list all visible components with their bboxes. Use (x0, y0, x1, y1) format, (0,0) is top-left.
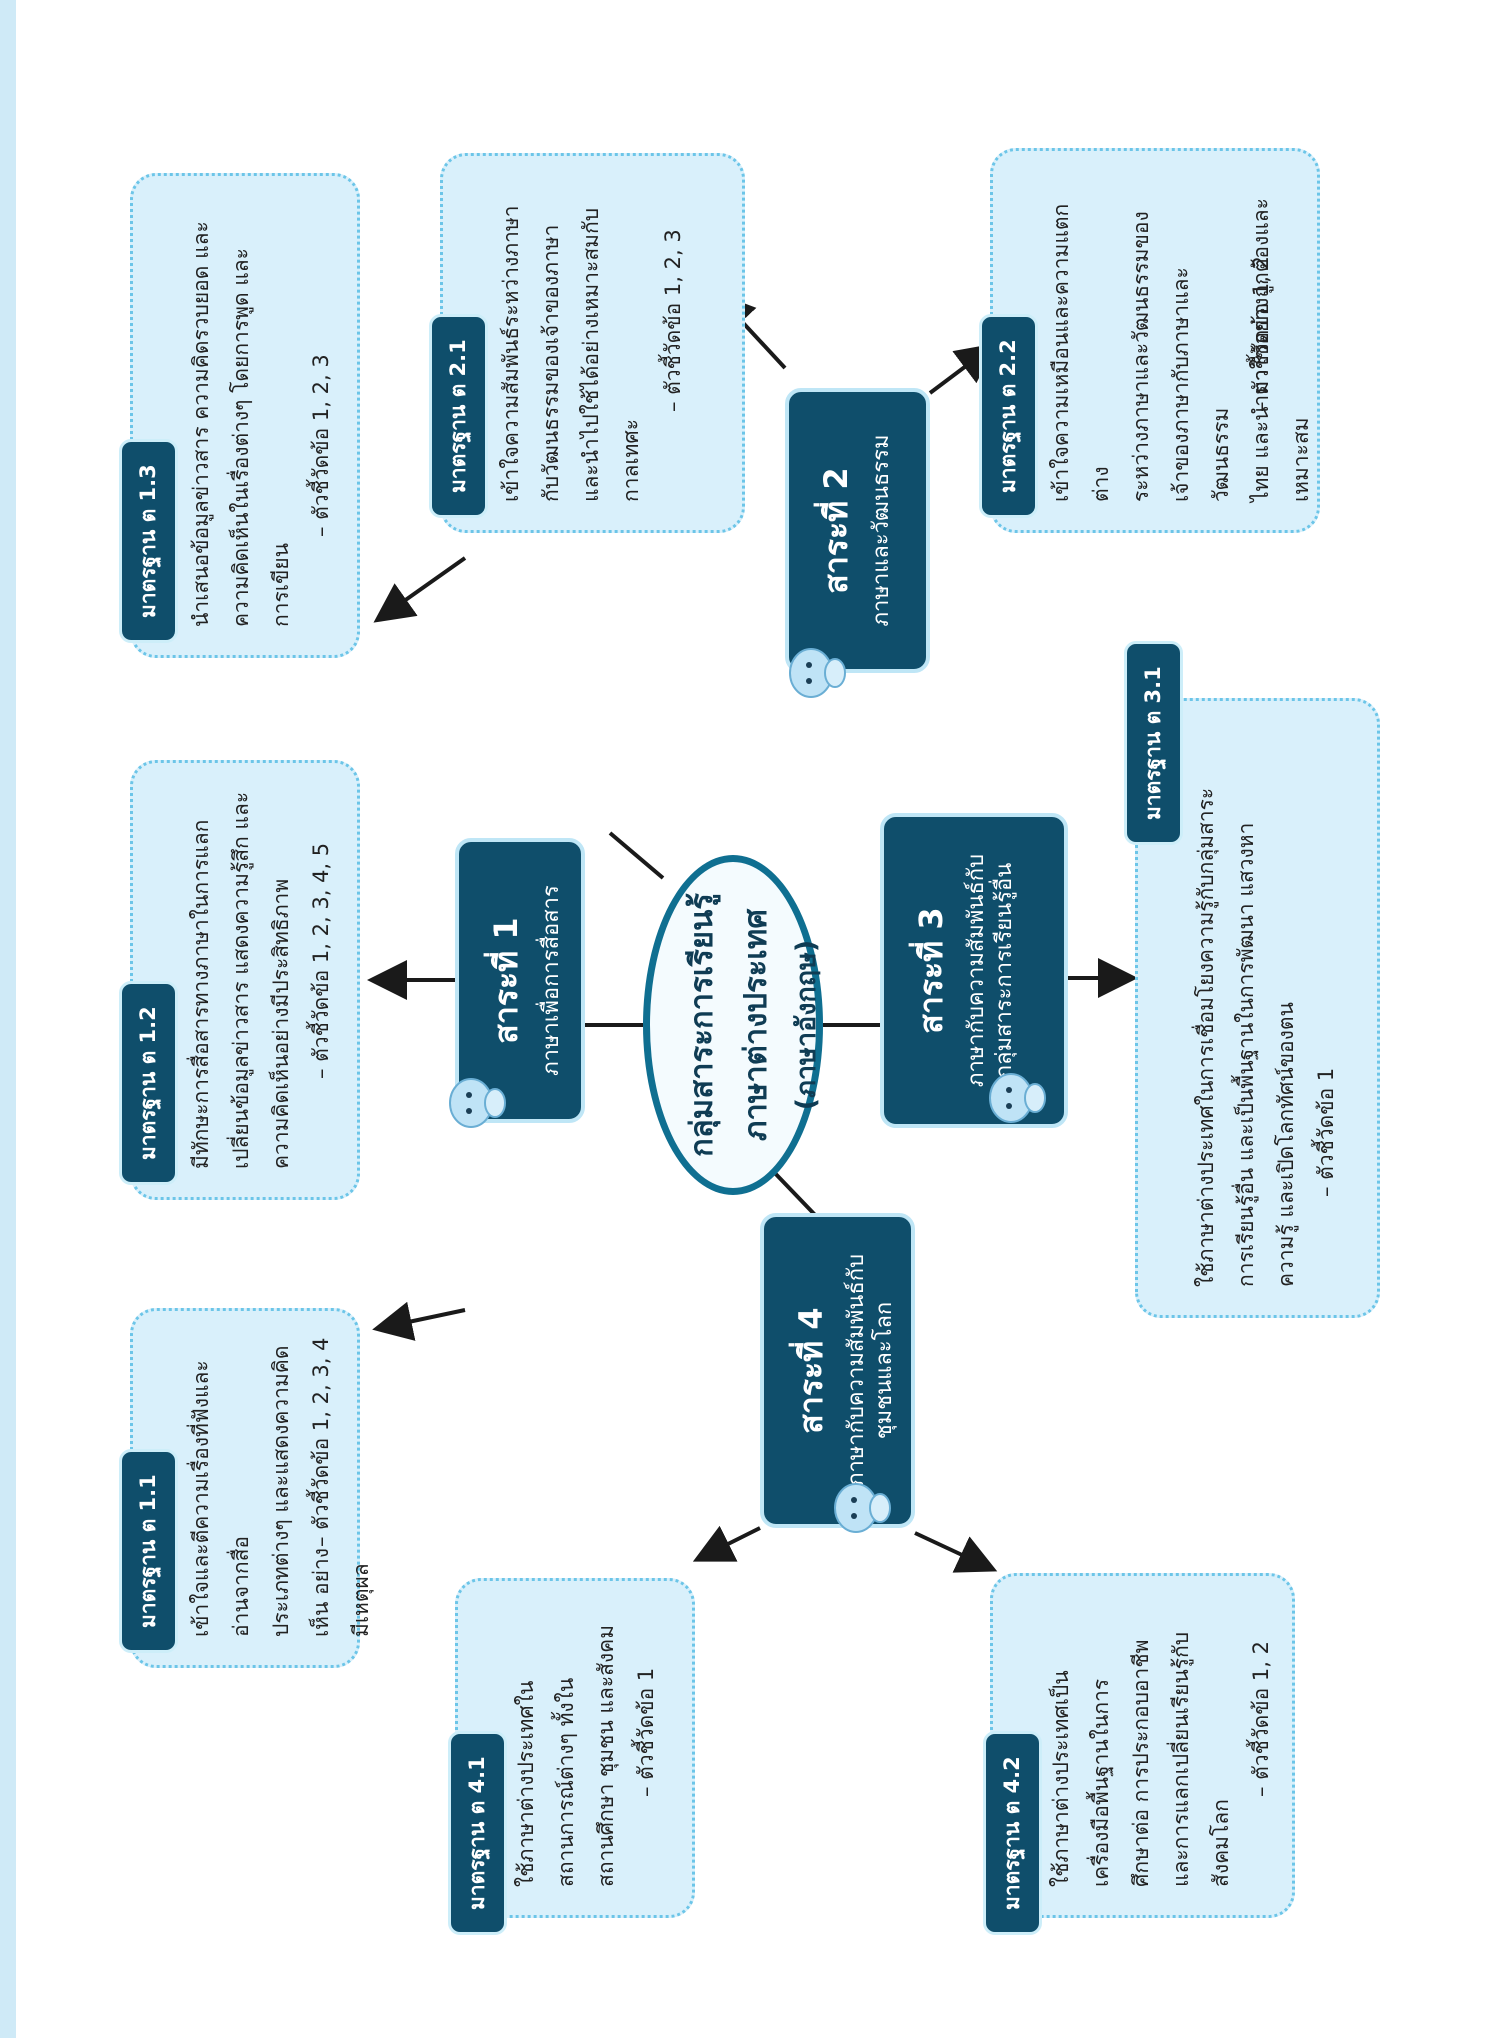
standard-description: ใช้ภาษาต่างประเทศเป็น เครื่องมือพื้นฐานใ… (1049, 1631, 1233, 1887)
link-center-s2 (608, 831, 665, 880)
standard-title: มาตรฐาน ต 1.3 (119, 439, 178, 643)
strand-subtitle: ภาษาเพื่อการสื่อสาร (539, 885, 564, 1076)
center-node: กลุ่มสาระการเรียนรู้ ภาษาต่างประเทศ (ภาษ… (643, 855, 823, 1195)
standard-title: มาตรฐาน ต 1.2 (119, 981, 178, 1185)
standard-box-4-1: มาตรฐาน ต 4.1 ใช้ภาษาต่างประเทศใน สถานกา… (448, 1578, 695, 1935)
standard-description: ใช้ภาษาต่างประเทศในการเชื่อมโยงความรู้กั… (1194, 787, 1298, 1287)
strand-title: สาระที่ 2 (817, 467, 855, 594)
standard-indicators: – ตัวชี้วัดข้อ 1, 2, 3, 4, 5 (309, 842, 333, 1079)
center-title-line2: ภาษาต่างประเทศ (738, 908, 774, 1142)
standard-description: นำเสนอข้อมูลข่าวสาร ความคิดรวบยอด และ คว… (189, 221, 293, 627)
mascot-icon (985, 1068, 1047, 1128)
standard-title: มาตรฐาน ต 4.1 (448, 1731, 507, 1935)
standard-indicators: – ตัวชี้วัดข้อ 1 (634, 1667, 658, 1797)
standard-indicators: – ตัวชี้วัดข้อ 1, 2, 3, 4 (309, 1337, 333, 1547)
center-title-line3: (ภาษาอังกฤษ) (791, 939, 822, 1111)
standard-title: มาตรฐาน ต 1.1 (119, 1449, 178, 1653)
mascot-icon (785, 643, 847, 703)
standard-description: มีทักษะการสื่อสารทางภาษาในการแลก เปลี่ยน… (189, 791, 293, 1169)
arrow-s4-s41 (692, 1525, 761, 1562)
arrow-s1-s13 (373, 556, 467, 623)
standard-title: มาตรฐาน ต 4.2 (983, 1731, 1042, 1935)
standard-description: ใช้ภาษาต่างประเทศใน สถานการณ์ต่างๆ ทั้งใ… (514, 1624, 618, 1887)
standard-box-1-1: มาตรฐาน ต 1.1 เข้าใจและตีความเรื่องที่ฟั… (119, 1308, 373, 1668)
standard-title: มาตรฐาน ต 3.1 (1124, 641, 1183, 845)
standard-description: เข้าใจความสัมพันธ์ระหว่างภาษา กับวัฒนธรร… (499, 205, 643, 502)
strand-subtitle: ภาษาและวัฒนธรรม (869, 434, 894, 627)
standard-box-1-3: มาตรฐาน ต 1.3 นำเสนอข้อมูลข่าวสาร ความคิ… (119, 173, 360, 658)
center-title-line1: กลุ่มสาระการเรียนรู้ (684, 893, 720, 1157)
arrow-s1-s11 (372, 1301, 466, 1341)
standard-indicators: – ตัวชี้วัดข้อ 1, 2, 3 (661, 229, 685, 412)
standard-box-2-2: มาตรฐาน ต 2.2 เข้าใจความเหมือนและความแตก… (979, 148, 1320, 533)
standard-description: เข้าใจและตีความเรื่องที่ฟังและอ่านจากสื่… (189, 1345, 373, 1637)
standard-title: มาตรฐาน ต 2.2 (979, 314, 1038, 518)
standard-box-3-1: มาตรฐาน ต 3.1 ใช้ภาษาต่างประเทศในการเชื่… (1124, 641, 1380, 1318)
standard-box-4-2: มาตรฐาน ต 4.2 ใช้ภาษาต่างประเทศเป็น เครื… (983, 1573, 1295, 1935)
arrow-s4-s42 (914, 1531, 998, 1573)
standard-indicators: – ตัวชี้วัดข้อ 1, 2, 3 (309, 354, 333, 537)
strand-title: สาระที่ 3 (912, 907, 950, 1034)
standard-box-1-2: มาตรฐาน ต 1.2 มีทักษะการสื่อสารทางภาษาใน… (119, 760, 360, 1200)
strand-2: สาระที่ 2 ภาษาและวัฒนธรรม (785, 388, 930, 673)
standard-indicators: – ตัวชี้วัดข้อ 1, 2 (1249, 255, 1273, 412)
standard-box-2-1: มาตรฐาน ต 2.1 เข้าใจความสัมพันธ์ระหว่างภ… (429, 153, 745, 533)
standard-title: มาตรฐาน ต 2.1 (429, 314, 488, 518)
mascot-icon (830, 1478, 892, 1538)
standard-indicators: – ตัวชี้วัดข้อ 1, 2 (1249, 1640, 1273, 1797)
link-center-s4 (768, 1166, 820, 1220)
mascot-icon (445, 1073, 507, 1133)
standard-indicators: – ตัวชี้วัดข้อ 1 (1314, 1067, 1338, 1197)
side-strip (0, 0, 16, 2038)
